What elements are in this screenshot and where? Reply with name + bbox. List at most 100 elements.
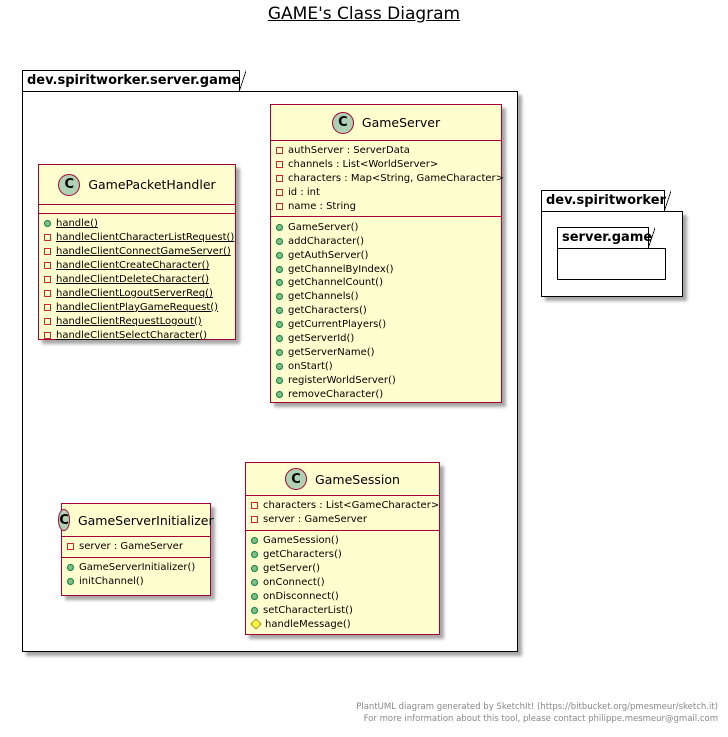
public-icon (251, 606, 258, 614)
class-fields: server : GameServer (62, 537, 210, 558)
field-row: channels : List<WorldServer> (276, 158, 501, 172)
field-row: server : GameServer (67, 540, 210, 554)
private-icon (276, 189, 283, 197)
class-gameserverinitializer: C GameServerInitializer server : GameSer… (58, 503, 214, 596)
public-icon (276, 237, 283, 245)
private-icon (44, 276, 51, 283)
method-row: handleClientLogoutServerReq() (44, 286, 235, 300)
method-row: onConnect() (251, 575, 439, 589)
method-row: GameServerInitializer() (67, 561, 210, 575)
package-tab-sub: server.game (557, 227, 655, 249)
public-icon (276, 223, 283, 231)
method-row: handleClientCharacterListRequest() (44, 231, 235, 245)
method-row: handleClientSelectCharacter() (44, 328, 235, 342)
method-row: handleClientConnectGameServer() (44, 245, 235, 259)
public-icon (251, 565, 258, 572)
public-icon (251, 551, 258, 559)
private-icon (44, 262, 51, 270)
public-icon (67, 578, 74, 586)
class-methods: GameServer() addCharacter() getAuthServe… (271, 217, 501, 404)
field-row: name : String (276, 200, 501, 214)
class-fields: characters : List<GameCharacter> server … (246, 496, 439, 531)
private-icon (44, 317, 51, 325)
method-row: addCharacter() (276, 234, 501, 248)
public-icon (251, 578, 258, 586)
public-icon (276, 265, 283, 273)
class-gamepackethandler: C GamePacketHandler handle() handleClien… (38, 164, 236, 341)
class-fields-empty (39, 205, 235, 214)
public-icon (251, 537, 258, 545)
method-row: getServerName() (276, 345, 501, 359)
public-icon (251, 592, 258, 600)
public-icon (276, 321, 283, 329)
method-row: registerWorldServer() (276, 373, 501, 387)
public-icon (67, 564, 74, 572)
footer: PlantUML diagram generated by SketchIt! … (356, 701, 718, 725)
method-row: getCurrentPlayers() (276, 318, 501, 332)
field-row: characters : List<GameCharacter> (251, 499, 439, 513)
class-methods: handle() handleClientCharacterListReques… (39, 214, 235, 345)
private-icon (251, 502, 258, 510)
method-row: GameSession() (251, 534, 439, 548)
class-stereotype-icon: C (58, 509, 70, 531)
public-icon (276, 335, 283, 343)
class-methods: GameSession() getCharacters() getServer(… (246, 531, 439, 634)
diagram-title: GAME's Class Diagram (267, 4, 461, 24)
field-row: id : int (276, 186, 501, 200)
protected-icon (250, 618, 262, 630)
public-icon (276, 376, 283, 384)
method-row: handleClientDeleteCharacter() (44, 273, 235, 287)
public-icon (276, 348, 283, 356)
method-row: removeCharacter() (276, 387, 501, 401)
method-row: handleClientRequestLogout() (44, 314, 235, 328)
class-gameserver: C GameServer authServer : ServerData cha… (270, 104, 504, 404)
class-name: GameSession (315, 471, 400, 487)
private-icon (44, 234, 51, 242)
private-icon (44, 248, 51, 256)
class-stereotype-icon: C (285, 468, 308, 490)
method-row: handle() (44, 217, 235, 231)
method-row: getServer() (251, 562, 439, 576)
package-label-root: dev.spiritworker (546, 193, 666, 208)
class-methods: GameServerInitializer() initChannel() (62, 558, 210, 592)
private-icon (67, 543, 74, 551)
class-gamesession: C GameSession characters : List<GameChar… (245, 462, 440, 635)
class-stereotype-icon: C (58, 173, 81, 196)
private-icon (44, 289, 51, 297)
class-name: GamePacketHandler (88, 177, 216, 192)
package-sub (557, 248, 666, 280)
method-row: getChannelCount() (276, 276, 501, 290)
public-icon (276, 251, 283, 259)
class-stereotype-icon: C (331, 111, 354, 134)
footer-line-1: PlantUML diagram generated by SketchIt! … (356, 702, 718, 712)
private-icon (44, 331, 51, 339)
method-row: onStart() (276, 359, 501, 373)
private-icon (251, 516, 258, 524)
method-row: getAuthServer() (276, 248, 501, 262)
method-row: handleMessage() (250, 617, 439, 631)
method-row: getChannels() (276, 290, 501, 304)
class-header: C GameSession (246, 463, 439, 496)
class-header: C GameServerInitializer (58, 504, 214, 537)
public-icon (44, 220, 51, 228)
method-row: getServerId() (276, 332, 501, 346)
private-icon (276, 147, 283, 155)
private-icon (276, 203, 283, 210)
public-icon (276, 307, 283, 315)
private-icon (276, 175, 283, 183)
package-tab-root: dev.spiritworker (541, 190, 671, 212)
method-row: GameServer() (276, 220, 501, 234)
class-fields: authServer : ServerData channels : List<… (271, 141, 504, 218)
method-row: getCharacters() (276, 304, 501, 318)
package-tab-game: dev.spiritworker.server.game (22, 70, 246, 92)
field-row: characters : Map<String, GameCharacter> (276, 172, 504, 186)
field-row: server : GameServer (251, 513, 439, 527)
method-row: onDisconnect() (251, 589, 439, 603)
method-row: handleClientCreateCharacter() (44, 259, 235, 273)
public-icon (276, 279, 283, 287)
method-row: handleClientPlayGameRequest() (44, 300, 235, 314)
private-icon (276, 161, 283, 169)
footer-line-2: For more information about this tool, pl… (363, 714, 718, 724)
class-name: GameServerInitializer (77, 512, 214, 528)
class-header: C GameServer (271, 105, 501, 141)
